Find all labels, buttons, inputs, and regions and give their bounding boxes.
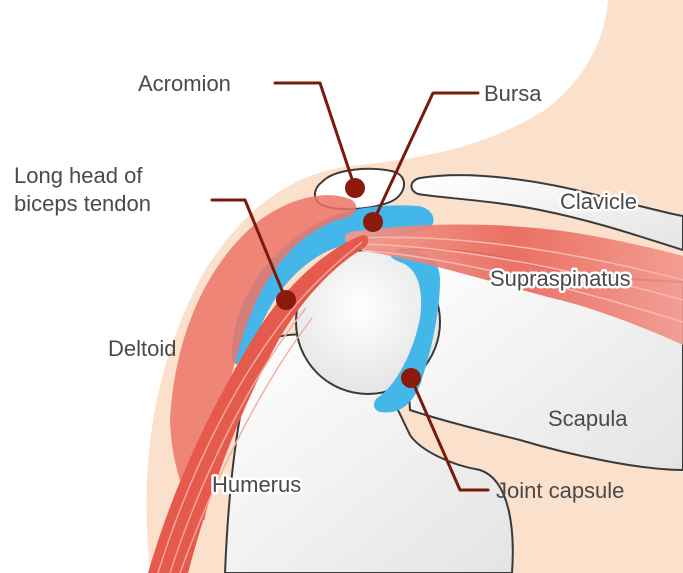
bursa-dot bbox=[363, 212, 383, 232]
joint-capsule-dot bbox=[401, 368, 421, 388]
joint-capsule-label: Joint capsule bbox=[496, 478, 624, 503]
acromion-dot bbox=[345, 178, 365, 198]
supraspinatus-label: Supraspinatus bbox=[490, 266, 631, 291]
scapula-label: Scapula bbox=[548, 406, 628, 431]
clavicle-label: Clavicle bbox=[560, 189, 637, 214]
humerus-label: Humerus bbox=[212, 472, 301, 497]
bursa-label: Bursa bbox=[484, 81, 542, 106]
biceps-tendon-dot bbox=[276, 290, 296, 310]
deltoid-label: Deltoid bbox=[108, 336, 176, 361]
long-head-label-line2: biceps tendon bbox=[14, 191, 151, 216]
long-head-label-line1: Long head of bbox=[14, 163, 143, 188]
acromion-label: Acromion bbox=[138, 71, 231, 96]
